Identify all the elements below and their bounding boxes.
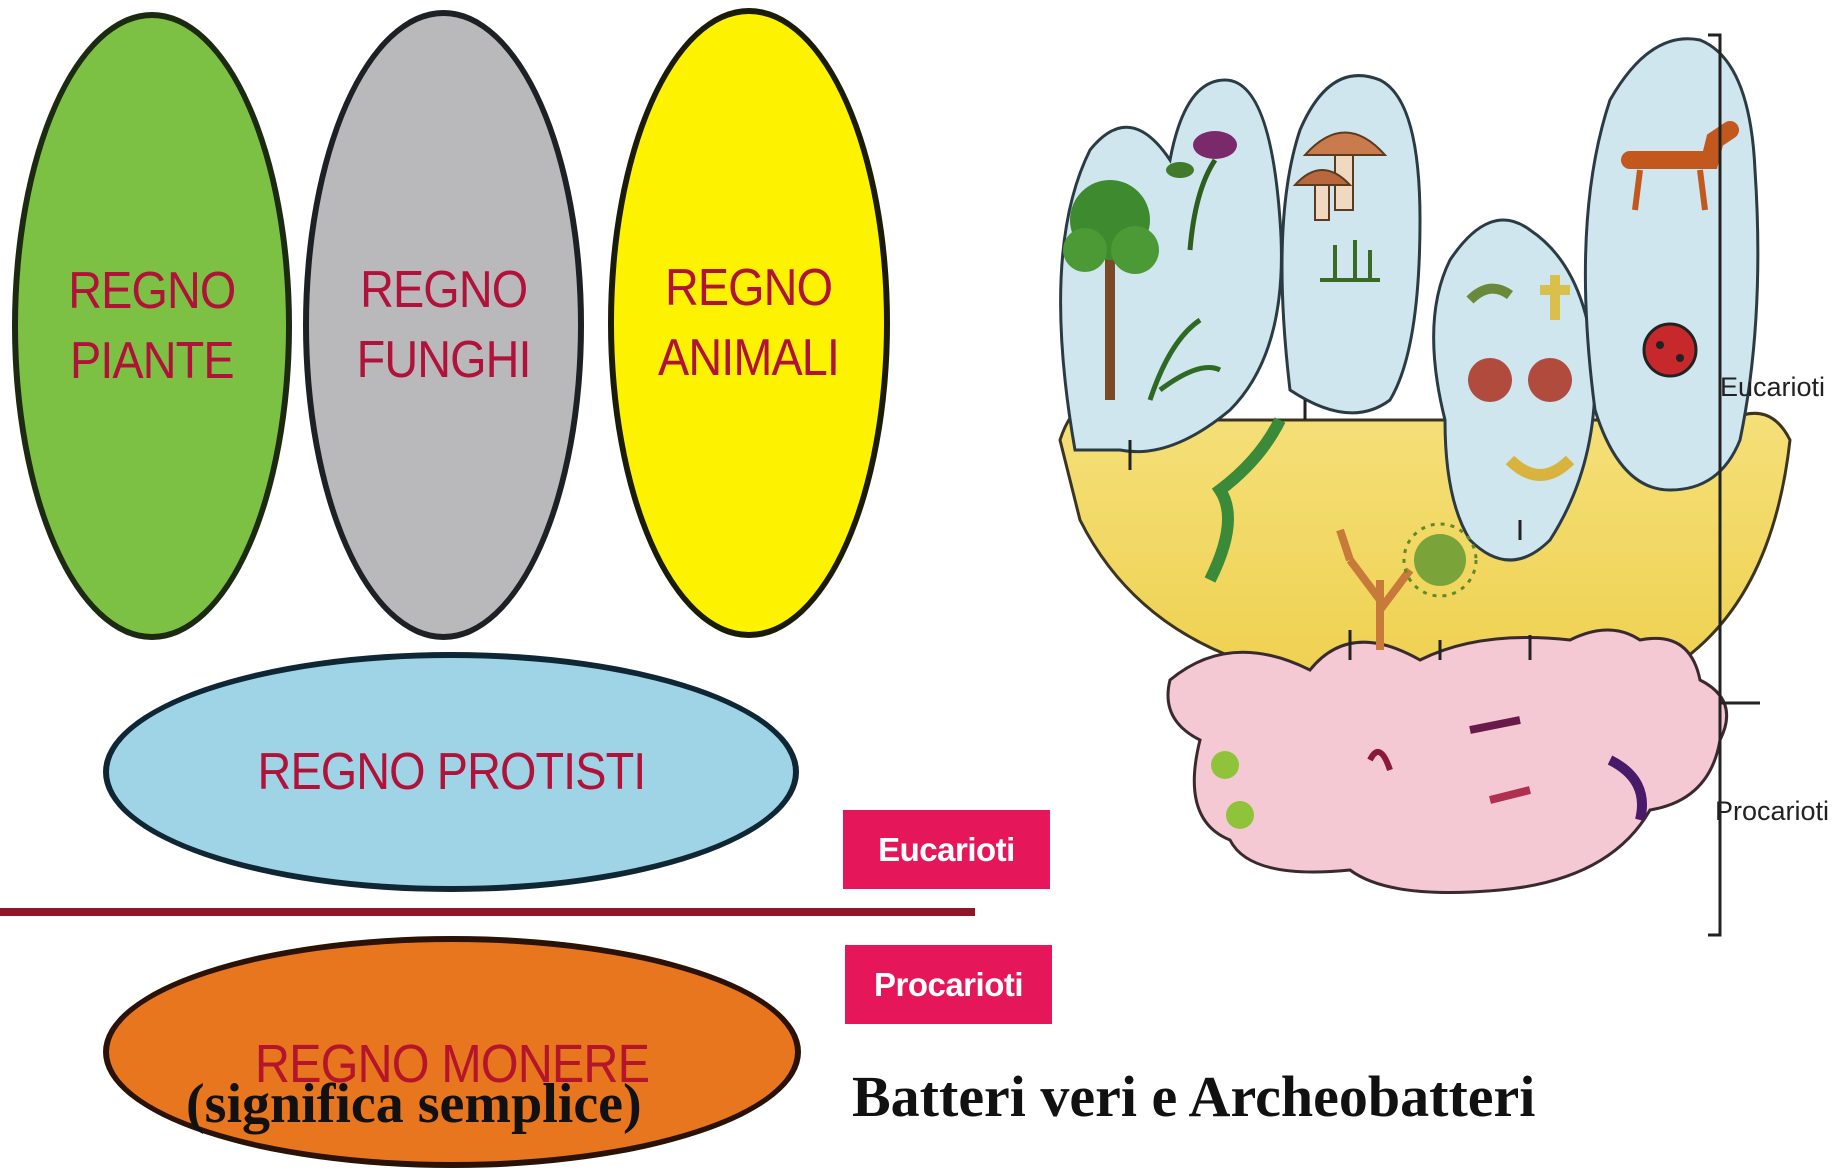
- kingdom-animali: REGNO ANIMALI: [608, 8, 890, 638]
- bracket-label-eucarioti: Eucarioti: [1720, 372, 1825, 402]
- lobe-fungi: [1282, 76, 1420, 413]
- kingdom-protisti-label: REGNO PROTISTI: [257, 737, 645, 807]
- kingdom-animali-label: REGNO ANIMALI: [659, 253, 840, 393]
- ladybug-icon: [1644, 324, 1696, 376]
- lobe-animals: [1585, 39, 1757, 490]
- monere-meaning-note: (significa semplice): [186, 1072, 642, 1136]
- eucarioti-tag: Eucarioti: [843, 810, 1050, 889]
- phylogeny-hand-diagram: Eucarioti Procarioti: [1050, 20, 1835, 980]
- eukaryote-prokaryote-divider: [0, 908, 975, 916]
- kingdom-piante: REGNO PIANTE: [12, 12, 292, 640]
- kingdom-protisti: REGNO PROTISTI: [103, 652, 799, 892]
- kingdom-piante-label: REGNO PIANTE: [68, 256, 235, 396]
- kingdom-funghi: REGNO FUNGHI: [303, 10, 584, 640]
- prokaryotes-caption: Batteri veri e Archeobatteri: [852, 1063, 1535, 1130]
- kingdom-funghi-label: REGNO FUNGHI: [356, 255, 530, 395]
- procarioti-tag: Procarioti: [845, 945, 1052, 1024]
- bracket-label-procarioti: Procarioti: [1715, 796, 1829, 826]
- prokaryotes-base: [1168, 630, 1727, 893]
